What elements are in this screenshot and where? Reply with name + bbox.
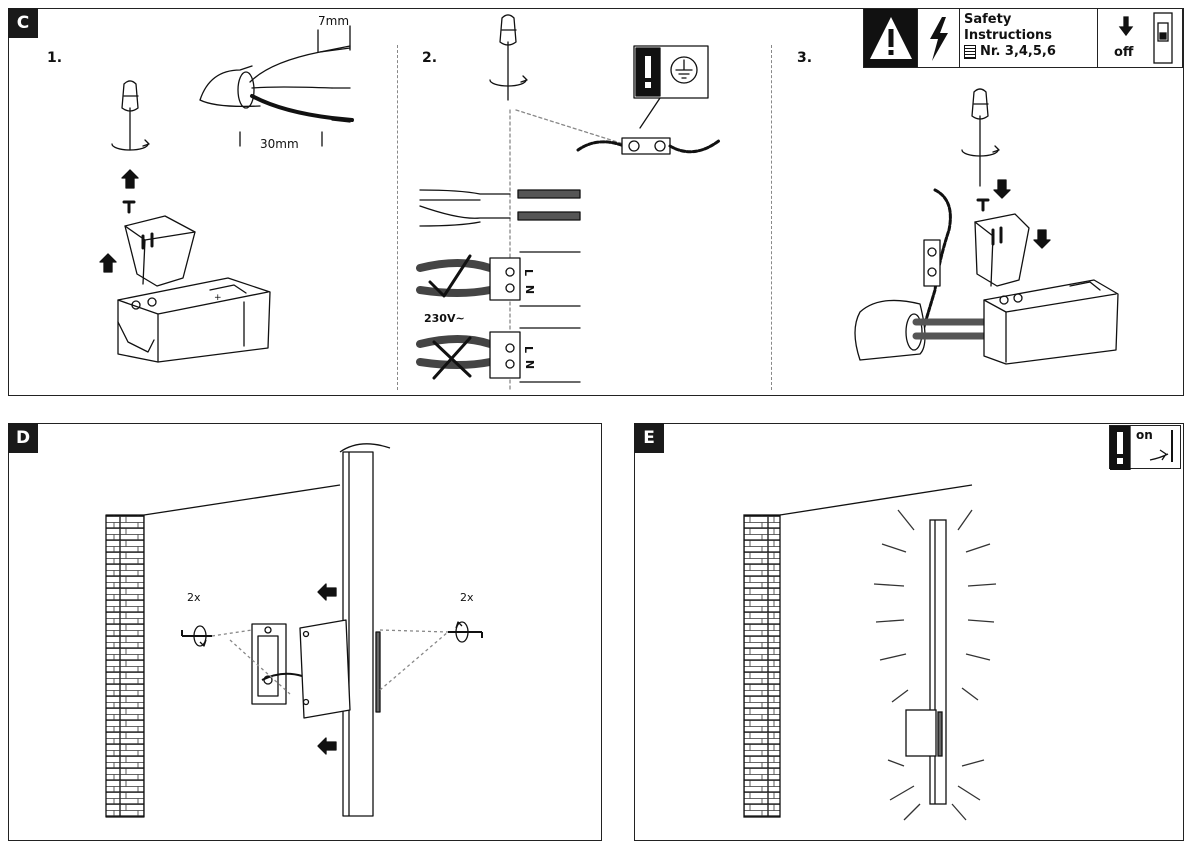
light-bar-e [905, 519, 947, 805]
mains-wires [419, 189, 581, 227]
step-2-number: 2. [422, 50, 438, 66]
terminal-correct [416, 251, 581, 307]
left-arrow-icon [317, 583, 337, 755]
terminal-wrong [416, 327, 581, 383]
switch-off-icon [1118, 12, 1173, 64]
brick-wall-d [105, 484, 341, 818]
ground-connector [576, 137, 722, 155]
warning-triangle-cell [864, 9, 918, 67]
terminal-cover [124, 215, 196, 287]
rotate-screw-left-icon [181, 625, 212, 647]
separator-2 [771, 45, 772, 390]
brick-wall-e [743, 484, 973, 818]
driver-box-step3 [854, 279, 1119, 365]
strip-length-long-label: 30mm [260, 137, 299, 151]
off-label: off [1114, 45, 1134, 60]
safety-text-cell: Safety Instructions Nr. 3,4,5,6 [960, 9, 1098, 67]
screw-count-left: 2x [187, 591, 201, 604]
safety-instructions-box: Safety Instructions Nr. 3,4,5,6 off [863, 8, 1183, 68]
stripped-cable [199, 25, 354, 147]
strip-length-short-label: 7mm [318, 14, 350, 28]
on-label: on [1136, 428, 1153, 442]
mounting-plate-d [299, 619, 351, 719]
warning-ground-icon [633, 45, 709, 129]
switch-on-icon [1109, 425, 1173, 471]
screwdriver-icon-step2 [489, 14, 528, 101]
panel-c-tag: C [8, 8, 38, 38]
separator-1 [397, 45, 398, 390]
screwdriver-icon-step3 [961, 88, 1000, 187]
switch-on-box: on [1109, 425, 1181, 471]
wall-bracket-d [251, 623, 303, 705]
up-arrow-icon [121, 169, 139, 189]
rotate-screw-right-icon [448, 621, 483, 643]
panel-d-tag: D [8, 423, 38, 453]
high-voltage-icon [930, 17, 948, 61]
document-icon [964, 45, 976, 59]
safety-numbers: Nr. 3,4,5,6 [980, 44, 1056, 59]
switch-off-cell: off [1098, 9, 1182, 67]
light-bar-d [339, 443, 391, 817]
driver-box: + [117, 277, 271, 363]
panel-e [634, 423, 1184, 841]
screwdriver-icon-step1 [111, 80, 150, 151]
screw-icon-step3 [976, 198, 990, 212]
safety-title: Safety [964, 12, 1012, 27]
panel-e-tag: E [634, 423, 664, 453]
up-arrow-icon-2 [99, 253, 117, 273]
high-voltage-cell [918, 9, 960, 67]
screw-icon [122, 200, 136, 214]
ground-wire-step3 [921, 188, 952, 332]
screw-count-right: 2x [460, 591, 474, 604]
warning-triangle-icon [870, 17, 912, 59]
step-3-number: 3. [797, 50, 813, 66]
step-1-number: 1. [47, 50, 63, 66]
safety-numbers-row: Nr. 3,4,5,6 [964, 44, 1093, 60]
svg-text:+: + [214, 293, 222, 303]
safety-subtitle: Instructions [964, 28, 1053, 43]
down-arrow-icon [993, 179, 1051, 249]
voltage-label: 230V~ [424, 312, 465, 325]
terminal-cover-step3 [974, 213, 1030, 287]
light-rays-icon [873, 509, 997, 821]
